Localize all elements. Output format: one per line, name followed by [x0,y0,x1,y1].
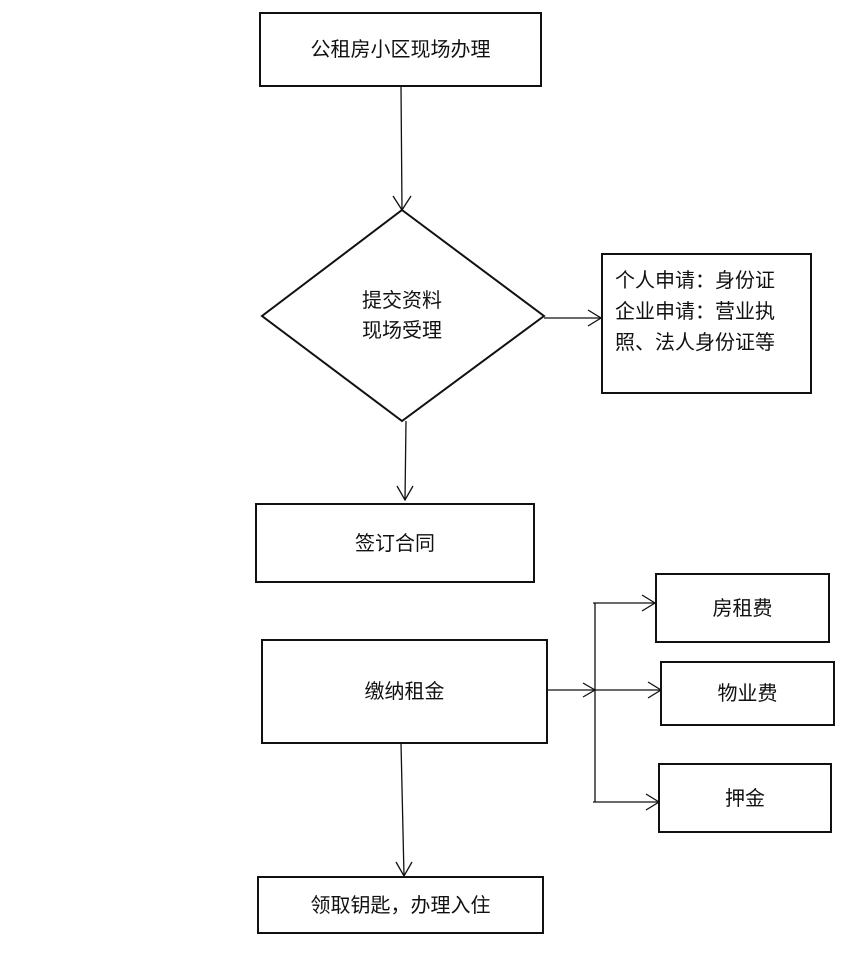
decision-diamond [260,208,546,423]
arrowhead-sign [396,485,414,502]
materials-note-line-1: 个人申请：身份证 [615,268,775,292]
property-fee-box: 物业费 [660,661,835,726]
arrowhead-decision [392,195,412,212]
materials-note-line-2: 企业申请：营业执 [615,299,775,323]
decision-line-1: 提交资料 [362,288,442,312]
sign-contract-box: 签订合同 [255,503,535,583]
arrow-pay-to-end [400,742,405,877]
move-in-box: 领取钥匙，办理入住 [257,876,544,934]
decision-label: 提交资料 现场受理 [312,285,492,345]
arrow-start-to-decision [400,85,403,211]
start-box: 公租房小区现场办理 [259,12,542,87]
arrow-decision-to-sign [404,420,407,501]
materials-note-line-3: 照、法人身份证等 [615,330,775,354]
rent-fee-box: 房租费 [655,573,830,643]
deposit-box: 押金 [658,763,832,833]
pay-rent-box: 缴纳租金 [261,639,548,744]
materials-note-box: 个人申请：身份证 企业申请：营业执 照、法人身份证等 [601,253,812,394]
decision-line-2: 现场受理 [362,318,442,342]
